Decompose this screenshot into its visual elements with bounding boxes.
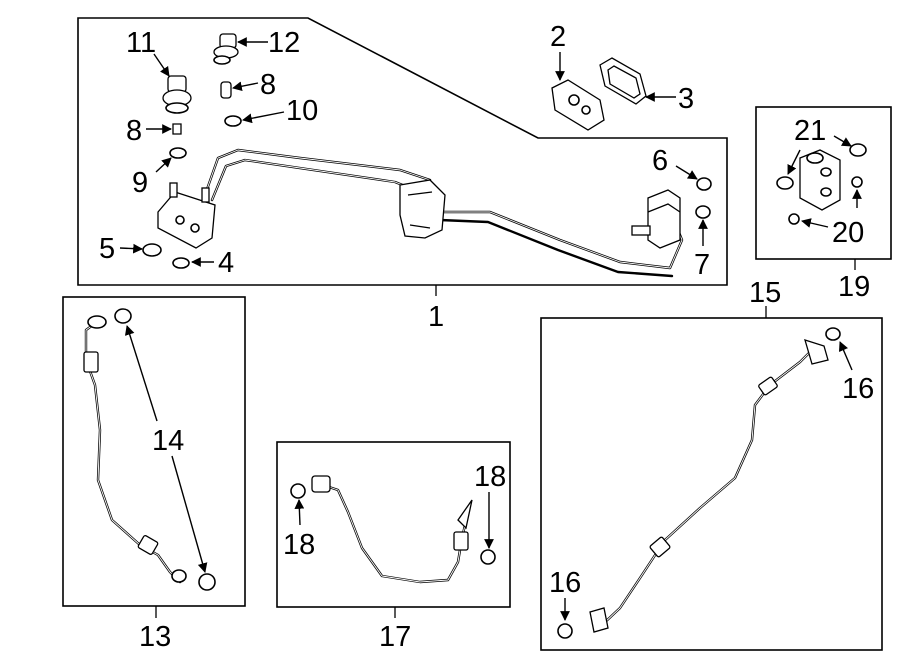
callout-10: 10 xyxy=(286,95,318,127)
callout-8-upper: 8 xyxy=(260,69,276,101)
part-16-oring-bottom xyxy=(557,623,573,639)
part-8-pin-upper xyxy=(220,81,232,99)
callout-2: 2 xyxy=(550,21,566,53)
callout-13: 13 xyxy=(139,621,171,653)
callout-6: 6 xyxy=(652,145,668,177)
group-19-frame xyxy=(755,106,892,260)
arrow-10 xyxy=(242,111,285,124)
callout-15: 15 xyxy=(749,277,781,309)
part-18-oring-right xyxy=(480,549,496,565)
group-15-frame xyxy=(540,317,883,651)
arrow-21-left xyxy=(787,149,801,175)
callout-16-top: 16 xyxy=(842,373,874,405)
part-18-oring-left xyxy=(290,483,306,499)
callout-3: 3 xyxy=(678,83,694,115)
callout-18-left: 18 xyxy=(283,529,315,561)
arrow-18-left xyxy=(294,499,305,526)
arrow-5 xyxy=(119,243,143,254)
hose-13 xyxy=(83,315,187,584)
part-2-gasket xyxy=(551,79,605,131)
callout-7: 7 xyxy=(694,249,710,281)
hose-15 xyxy=(589,339,829,633)
expansion-valve xyxy=(799,149,841,211)
group-17-frame xyxy=(276,441,511,608)
callout-5: 5 xyxy=(99,233,115,265)
callout-12: 12 xyxy=(268,27,300,59)
arrow-16-top xyxy=(838,341,853,371)
arrow-11 xyxy=(153,53,170,77)
part-16-oring-top xyxy=(825,327,841,341)
callout-14: 14 xyxy=(152,425,184,457)
part-8-pin-lower xyxy=(172,123,182,135)
arrow-20-bottom xyxy=(801,218,829,228)
callout-21: 21 xyxy=(794,115,826,147)
callout-19: 19 xyxy=(838,271,870,303)
group-1-frame xyxy=(77,17,728,286)
part-21-oring-left xyxy=(776,176,794,190)
callout-20: 20 xyxy=(832,217,864,249)
part-3-gasket xyxy=(599,57,647,105)
callout-8-lower: 8 xyxy=(126,115,142,147)
arrow-14-top xyxy=(124,325,158,422)
part-11-fitting xyxy=(162,75,192,114)
group-13-frame xyxy=(62,296,246,607)
callout-4: 4 xyxy=(218,247,234,279)
part-21-oring-right xyxy=(849,143,867,157)
arrow-21-right xyxy=(833,135,852,147)
callout-1: 1 xyxy=(428,301,444,333)
part-6-oring xyxy=(696,177,712,191)
part-10-oring xyxy=(224,115,242,127)
part-20-oring xyxy=(788,213,800,225)
callout-9: 9 xyxy=(132,167,148,199)
callout-17: 17 xyxy=(379,621,411,653)
part-20-oring-small xyxy=(851,176,863,188)
callout-11: 11 xyxy=(126,27,156,59)
arrow-14-bottom xyxy=(171,455,208,573)
part-7-oring xyxy=(695,205,711,219)
callout-18-right: 18 xyxy=(474,461,506,493)
part-14-oring-top xyxy=(114,308,132,324)
arrow-6 xyxy=(675,165,698,180)
part-12-fitting xyxy=(213,33,239,65)
part-4-oring xyxy=(172,257,190,269)
callout-16-bottom: 16 xyxy=(549,567,581,599)
part-9-oring xyxy=(169,147,187,159)
hose-17 xyxy=(311,475,473,584)
part-5-oring xyxy=(142,243,162,257)
arrow-8-upper xyxy=(232,81,259,92)
arrow-9 xyxy=(155,157,172,173)
part-14-oring-bottom xyxy=(198,573,216,591)
ac-line-assembly xyxy=(157,148,684,278)
